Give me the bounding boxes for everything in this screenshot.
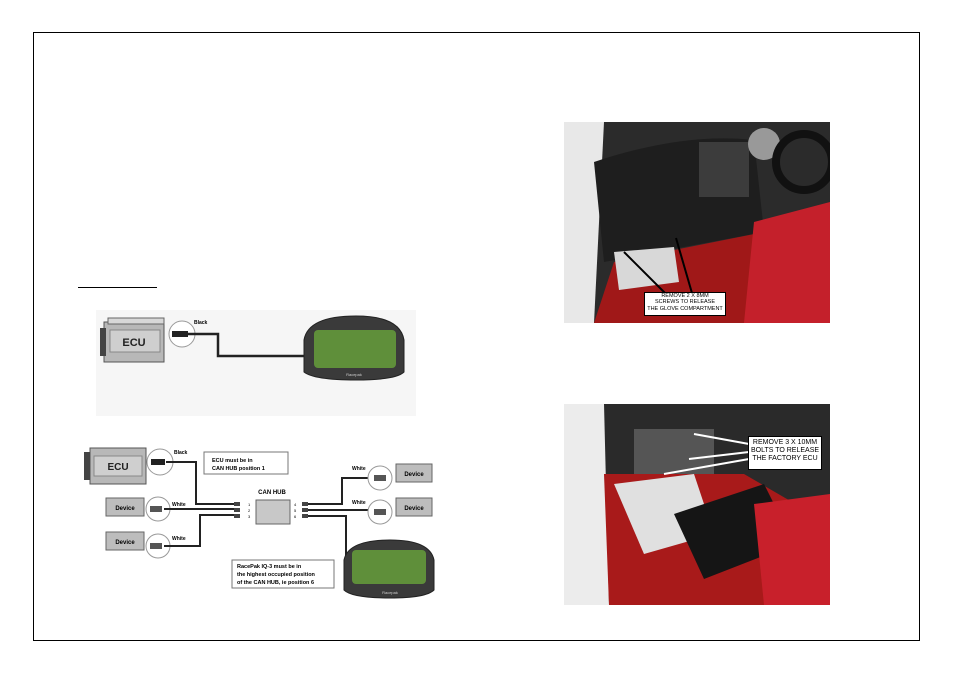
ecu-module: ECU	[84, 447, 147, 485]
svg-text:3: 3	[248, 514, 251, 519]
photo-glove-compartment: REMOVE 2 X 8MM SCREWS TO RELEASE THE GLO…	[564, 122, 830, 323]
svg-text:Device: Device	[115, 540, 135, 546]
callout-glove-compartment: REMOVE 2 X 8MM SCREWS TO RELEASE THE GLO…	[644, 292, 726, 316]
svg-text:Racepak: Racepak	[382, 590, 398, 595]
svg-text:Device: Device	[404, 472, 424, 478]
cable	[188, 332, 306, 358]
callout-factory-ecu: REMOVE 3 X 10MM BOLTS TO RELEASE THE FAC…	[748, 436, 822, 470]
svg-text:2: 2	[248, 508, 251, 513]
dash-display: Racepak	[343, 539, 435, 599]
svg-text:ECU must be in: ECU must be in	[212, 458, 253, 464]
cable-label: Black	[194, 320, 208, 326]
white-label: White	[172, 502, 186, 508]
ecu-module: ECU	[100, 317, 165, 363]
dash-brand: Racepak	[346, 372, 362, 377]
svg-text:CAN HUB: CAN HUB	[258, 490, 286, 496]
white-label: White	[172, 536, 186, 542]
svg-text:the highest occupied position: the highest occupied position	[237, 572, 316, 578]
svg-text:White: White	[352, 466, 366, 472]
wiring-diagram-can-hub: ECU Black ECU must be in CAN HUB positio…	[84, 447, 435, 599]
svg-text:6: 6	[294, 514, 297, 519]
device-module: Device	[105, 531, 145, 551]
note-ecu	[203, 451, 289, 475]
device-module: Device	[395, 463, 433, 483]
svg-text:of the CAN HUB, ie position 6: of the CAN HUB, ie position 6	[237, 580, 314, 586]
svg-text:Device: Device	[115, 506, 135, 512]
svg-text:ECU: ECU	[107, 462, 128, 473]
svg-text:White: White	[352, 500, 366, 506]
device-module: Device	[395, 497, 433, 517]
device-module: Device	[105, 497, 145, 517]
photo-factory-ecu: REMOVE 3 X 10MM BOLTS TO RELEASE THE FAC…	[564, 404, 830, 605]
svg-text:4: 4	[294, 502, 297, 507]
can-hub: CAN HUB 1 2 3 4 5 6	[234, 490, 308, 525]
svg-text:Device: Device	[404, 506, 424, 512]
wiring-diagram-ecu-dash: ECU Black Racepak	[96, 310, 416, 416]
svg-text:5: 5	[294, 508, 297, 513]
svg-text:RacePak IQ-3 must be in: RacePak IQ-3 must be in	[237, 564, 302, 570]
note-iq3	[231, 559, 335, 589]
svg-text:1: 1	[248, 502, 251, 507]
dash-display: Racepak	[303, 315, 405, 381]
heading-underline	[78, 287, 157, 288]
black-label: Black	[174, 450, 188, 456]
page-border	[33, 32, 920, 641]
ecu-label: ECU	[122, 337, 145, 349]
svg-text:CAN HUB position 1: CAN HUB position 1	[212, 466, 265, 472]
